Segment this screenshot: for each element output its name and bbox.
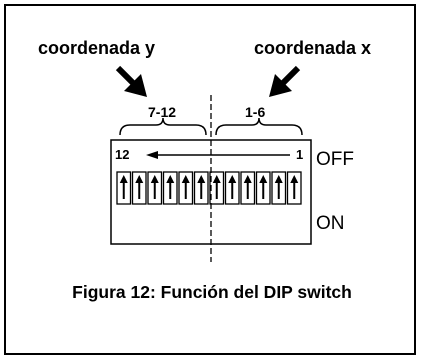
switch-3: [255, 171, 271, 205]
figure-frame: [4, 4, 416, 355]
switch-number-12: 12: [115, 147, 130, 162]
switch-11: [131, 171, 147, 205]
direction-arrow: [146, 151, 290, 159]
on-label: ON: [316, 213, 345, 234]
x-coordinate-label: coordenada x: [254, 38, 372, 58]
y-range-label: 7-12: [148, 104, 177, 120]
switch-12: [116, 171, 132, 205]
switch-5: [224, 171, 240, 205]
x-range-label: 1-6: [245, 104, 266, 120]
off-label: OFF: [316, 149, 354, 170]
switch-cells: [116, 171, 302, 205]
switch-2: [271, 171, 287, 205]
x-pointer-arrow: [269, 65, 301, 97]
switch-10: [147, 171, 163, 205]
figure-caption: Figura 12: Función del DIP switch: [72, 282, 352, 302]
switch-7: [193, 171, 209, 205]
switch-1: [286, 171, 302, 205]
switch-6: [209, 171, 225, 205]
y-pointer-arrow: [115, 65, 147, 97]
switch-9: [162, 171, 178, 205]
x-range-brace: [215, 117, 303, 136]
y-range-brace: [119, 117, 207, 136]
switch-8: [178, 171, 194, 205]
switch-number-1: 1: [296, 147, 304, 162]
y-coordinate-label: coordenada y: [38, 38, 156, 58]
switch-4: [240, 171, 256, 205]
